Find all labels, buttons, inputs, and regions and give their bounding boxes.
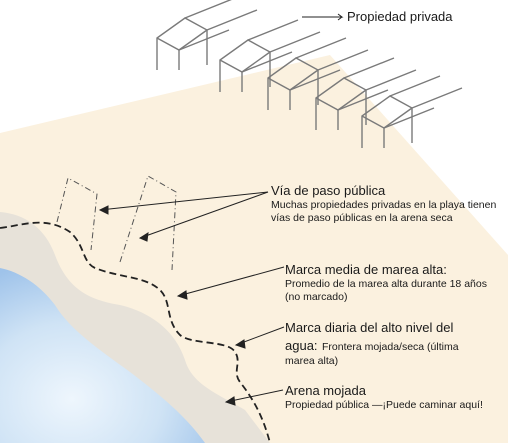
ocean [0, 268, 205, 443]
daily-high-water-description-cont: marea alta) [285, 354, 339, 367]
daily-high-water-label: Marca diaria del alto nivel del agua: Fr… [285, 320, 507, 368]
mean-high-tide-description: Promedio de la marea alta durante 18 año… [285, 277, 487, 304]
daily-high-water-title: Marca diaria del alto nivel del [285, 320, 454, 335]
mean-high-tide-label: Marca media de marea alta: Promedio de l… [285, 262, 505, 305]
leader-lines [98, 13, 344, 406]
public-access-label: Vía de paso pública Muchas propiedades p… [271, 183, 507, 226]
public-access-title: Vía de paso pública [271, 183, 386, 198]
public-access-ways [56, 175, 177, 271]
mean-high-tide-title: Marca media de marea alta: [285, 262, 447, 277]
wet-sand-title: Arena mojada [285, 383, 366, 398]
daily-high-water-title-cont: agua: [285, 337, 318, 353]
wet-sand-label: Arena mojada Propiedad pública —¡Puede c… [285, 383, 505, 412]
private-property-label: Propiedad privada [347, 9, 453, 24]
public-access-description: Muchas propiedades privadas en la playa … [271, 198, 497, 225]
daily-high-water-description: Frontera mojada/seca (última [322, 340, 459, 353]
wet-sand-description: Propiedad pública —¡Puede caminar aquí! [285, 398, 483, 411]
mean-high-tide-line [0, 221, 271, 443]
